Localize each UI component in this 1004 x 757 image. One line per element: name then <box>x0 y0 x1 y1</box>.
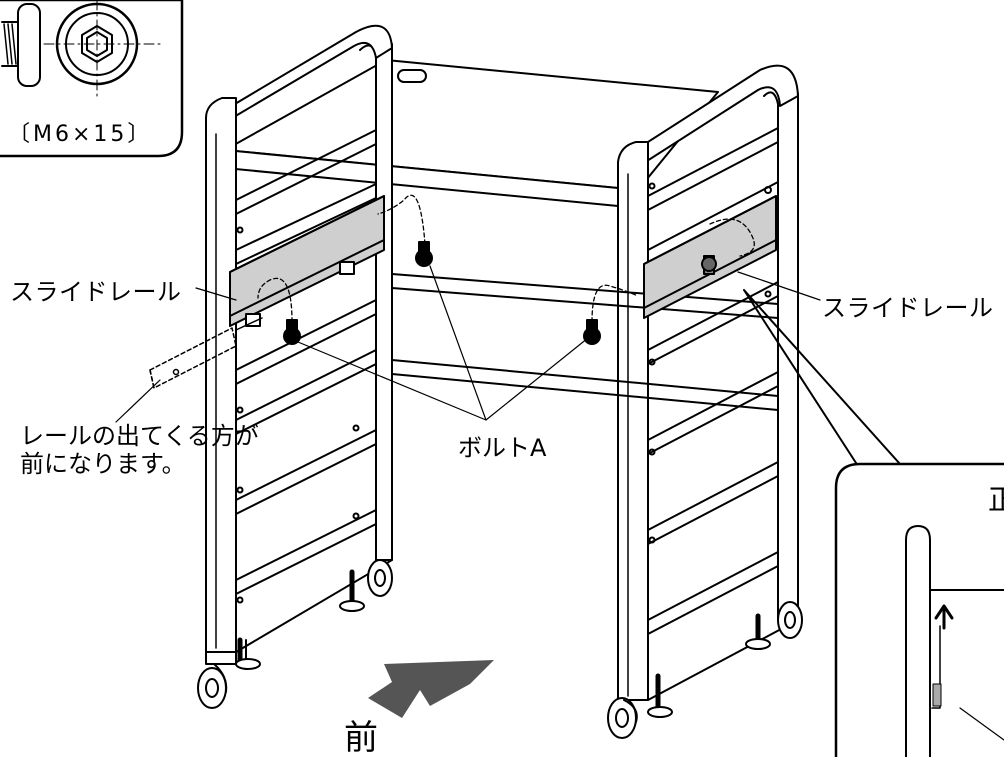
rail-extension-indicator <box>149 327 237 389</box>
front-direction-arrow-icon <box>368 660 494 718</box>
leader-lines <box>115 265 821 423</box>
left-side-frame <box>205 24 393 653</box>
bolt-head-front-view <box>43 0 161 97</box>
detail-callout <box>743 289 1004 757</box>
bolt-side-view <box>1 3 41 87</box>
left-back-caster <box>367 559 393 597</box>
bolt-a-right <box>583 284 639 345</box>
left-front-leveler <box>235 637 261 670</box>
left-back-leveler <box>339 569 365 612</box>
bolt-detail-inset <box>0 0 184 158</box>
right-front-caster <box>607 697 638 739</box>
slide-rail-left <box>229 195 385 341</box>
bolt-a-left-upper <box>377 194 433 267</box>
bolt-a-label: ボルトA <box>458 434 547 462</box>
bolt-a-left-lower <box>257 277 301 345</box>
rail-direction-note-line2: 前になります。 <box>20 450 186 478</box>
front-label: 前 <box>344 718 378 757</box>
slide-rail-right-label: スライドレール <box>822 294 994 322</box>
left-front-caster <box>197 651 237 709</box>
bolt-installed-right-rail <box>701 218 755 275</box>
detail-title-label: 正 <box>988 483 1004 516</box>
bolt-spec-label: 〔M6×15〕 <box>8 122 153 147</box>
right-back-caster <box>777 601 803 639</box>
right-front-leveler <box>647 673 673 718</box>
right-side-frame <box>617 64 799 701</box>
slide-rail-left-label: スライドレール <box>10 278 182 306</box>
rail-direction-note-line1: レールの出てくる方が <box>20 422 259 450</box>
right-back-leveler <box>745 613 771 650</box>
lower-connecting-rails <box>391 273 779 411</box>
